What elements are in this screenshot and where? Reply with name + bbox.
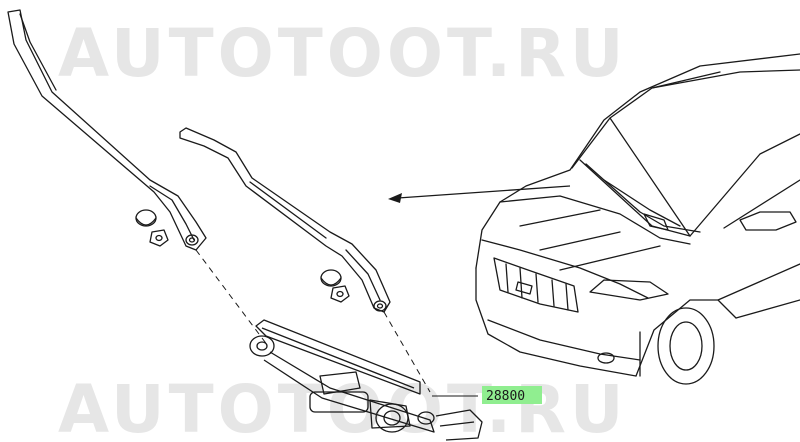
wiper-linkage-motor <box>249 319 483 441</box>
wiper-arm-right <box>179 127 391 313</box>
location-arrow <box>388 185 571 203</box>
cap-left <box>135 209 157 227</box>
part-number-label: 28800 <box>486 389 525 404</box>
watermark-top: AUTOTOOT.RU <box>58 15 628 92</box>
nut-right <box>330 285 350 303</box>
cap-right <box>320 269 342 287</box>
car-illustration <box>475 53 800 385</box>
wiper-arm-left <box>7 9 207 251</box>
watermark-bottom: AUTOTOOT.RU <box>58 371 628 442</box>
part-number-highlight <box>482 386 542 404</box>
assembly-guides <box>195 249 431 393</box>
nut-left <box>149 229 169 247</box>
